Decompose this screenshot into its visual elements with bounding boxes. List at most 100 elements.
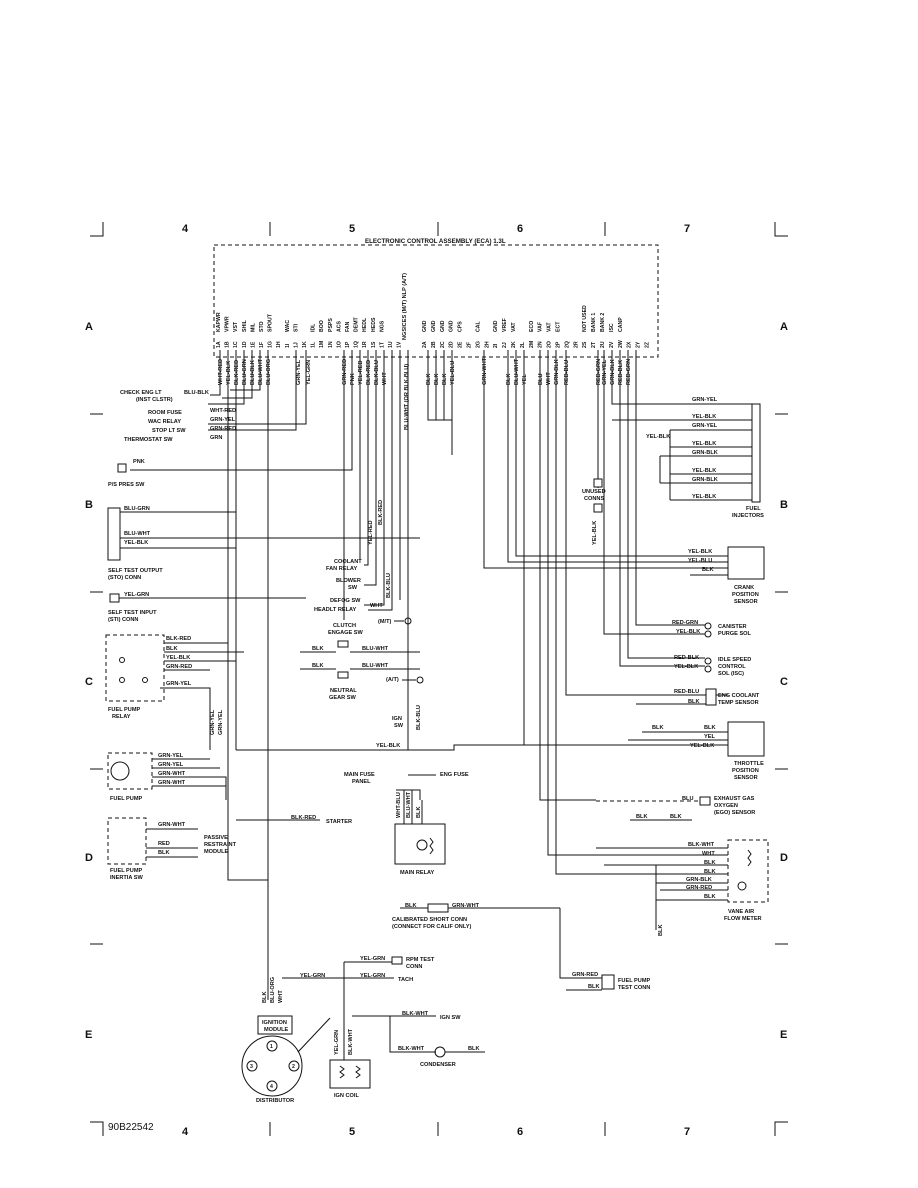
dist-pin-2: 2 bbox=[292, 1064, 295, 1070]
wl-blk-blu: BLK-BLU bbox=[374, 360, 380, 385]
sto-connector bbox=[107, 507, 121, 561]
eca-pin-name-1r: HEDL bbox=[362, 317, 368, 332]
crank-sensor-box bbox=[727, 546, 765, 580]
eca-pin-name-1e: MIL bbox=[250, 322, 256, 332]
eca-pin-name-1a: KAPWR bbox=[216, 312, 222, 332]
eca-pin-id-1g: 1G bbox=[268, 341, 274, 348]
wire-grn-yel-wac: GRN-YEL bbox=[210, 417, 236, 423]
eca-pin-id-1m: 1M bbox=[319, 341, 325, 348]
eca-pin-id-2n: 2N bbox=[538, 341, 544, 348]
wire-red-blk-isc: RED-BLK bbox=[674, 655, 699, 661]
wl-blk-3: BLK bbox=[442, 374, 448, 386]
grid-col-4-bottom: 4 bbox=[182, 1126, 189, 1138]
eca-pin-name-2e: CPS bbox=[458, 321, 464, 332]
eca-pin-id-2t: 2T bbox=[591, 341, 597, 348]
eca-pin-name-1q: DEMT bbox=[354, 316, 360, 332]
grid-col-5-top: 5 bbox=[349, 223, 355, 235]
grid-col-5-bottom: 5 bbox=[349, 1126, 355, 1138]
thermostat-label: THERMOSTAT SW bbox=[124, 437, 173, 443]
wire-blk-wht-coil: BLK-WHT bbox=[348, 1028, 354, 1055]
wl-blk-1: BLK bbox=[426, 374, 432, 386]
eca-pin-id-2x: 2X bbox=[627, 341, 633, 348]
wire-blu-wht-clutch: BLU-WHT bbox=[362, 646, 389, 652]
wire-wht-red-room: WHT-RED bbox=[210, 408, 236, 414]
clutch-label-2: ENGAGE SW bbox=[328, 630, 364, 636]
passive-label-2: RESTRAINT bbox=[204, 842, 237, 848]
wire-blk-neutral: BLK bbox=[312, 663, 324, 669]
clutch-label-1: CLUTCH bbox=[333, 623, 356, 629]
wire-yel-red-v: YEL-RED bbox=[368, 520, 374, 545]
fuel-pump-label: FUEL PUMP bbox=[110, 796, 142, 802]
wl-red-blu: RED-BLU bbox=[564, 360, 570, 385]
eca-pin-id-1k: 1K bbox=[302, 341, 308, 348]
tps-label-2: POSITION bbox=[732, 768, 759, 774]
wire-blk-fptest: BLK bbox=[588, 984, 600, 990]
ego-label-2: OXYGEN bbox=[714, 803, 738, 809]
wire-blu-ego: BLU bbox=[682, 796, 694, 802]
eca-pin-id-1q: 1Q bbox=[354, 341, 360, 348]
wl-blk-red-2: BLK-RED bbox=[366, 360, 372, 385]
eca-pin-name-2n: VAF bbox=[538, 322, 544, 332]
wire-wht-mod: WHT bbox=[278, 990, 284, 1003]
wire-blk-cond: BLK bbox=[468, 1046, 480, 1052]
eca-pin-id-2y: 2Y bbox=[636, 341, 642, 348]
wire-grn-yel-r1: GRN-YEL bbox=[692, 397, 718, 403]
center-components: COOLANT FAN RELAY BLOWER SW DEFOG SW HEA… bbox=[236, 364, 728, 1104]
ign-sw-label-1: IGN bbox=[392, 716, 402, 722]
wire-blk-ego1: BLK bbox=[636, 814, 648, 820]
eca-pin-id-2s: 2S bbox=[582, 341, 588, 348]
fp-test-connector bbox=[601, 974, 615, 990]
eca-pin-id-1e: 1E bbox=[250, 341, 256, 348]
wl-blu-wht: BLU-WHT bbox=[258, 358, 264, 385]
wl-yel-blu: YEL-BLU bbox=[450, 361, 456, 385]
eca-pin-name-2g: CAL bbox=[475, 321, 481, 332]
eca-pin-id-1f: 1F bbox=[259, 342, 265, 348]
grid-row-b-right: B bbox=[780, 499, 788, 511]
wire-grn-thermo: GRN bbox=[210, 435, 222, 441]
eca-pin-name-1s: HEDS bbox=[371, 317, 377, 332]
eca-outline bbox=[213, 244, 659, 358]
wire-blk-tps1: BLK bbox=[652, 725, 664, 731]
ego-sensor-box bbox=[699, 796, 711, 806]
wire-yel-blk-isc: YEL-BLK bbox=[674, 664, 698, 670]
wire-blu-wht-neutral: BLU-WHT bbox=[362, 663, 389, 669]
canister-label-2: PURGE SOL bbox=[718, 631, 752, 637]
eca-pin-name-2s: NOT USED bbox=[582, 305, 588, 332]
eca-pin-name-1m: BOO bbox=[319, 320, 325, 332]
neutral-switch bbox=[337, 671, 349, 679]
fuel-pump-relay-label-1: FUEL PUMP bbox=[108, 707, 140, 713]
check-eng-lt-label: CHECK ENG LT bbox=[120, 390, 162, 396]
wire-red-in: RED bbox=[158, 841, 170, 847]
wire-grn-yel-v1: GRN-YEL bbox=[210, 709, 216, 735]
eca-pin-id-2b: 2B bbox=[431, 341, 437, 348]
eca-pin-id-2g: 2G bbox=[475, 341, 481, 348]
ps-press-label: P/S PRES SW bbox=[108, 482, 145, 488]
figure-id: 90B22542 bbox=[108, 1122, 154, 1133]
neutral-label-2: GEAR SW bbox=[329, 695, 356, 701]
inst-clstr-label: (INST CLSTR) bbox=[136, 397, 173, 403]
grid-row-a-right: A bbox=[780, 321, 788, 333]
crank-label-3: SENSOR bbox=[734, 599, 758, 605]
eca-pin-name-2o: VAT bbox=[547, 322, 553, 332]
wire-blk-wht-ignsw: BLK-WHT bbox=[402, 1011, 429, 1017]
vaf-label-2: FLOW METER bbox=[724, 916, 762, 922]
fuel-pump-motor-icon bbox=[110, 761, 130, 781]
eca-pin-id-2z: 2Z bbox=[645, 341, 651, 348]
wl-grn-red: GRN-RED bbox=[342, 359, 348, 385]
wire-grn-red-fpr: GRN-RED bbox=[166, 664, 192, 670]
fp-test-label-1: FUEL PUMP bbox=[618, 978, 650, 984]
eca-pin-id-1t: 1T bbox=[379, 341, 385, 348]
calibrated-short-connector bbox=[427, 903, 449, 913]
eca-pin-name-1l: IDL bbox=[311, 323, 317, 332]
cal-short-label-1: CALIBRATED SHORT CONN bbox=[392, 917, 467, 923]
eca-pin-id-2k: 2K bbox=[511, 341, 517, 348]
eca-pin-name-2a: GND bbox=[422, 320, 428, 332]
unused-conn-1 bbox=[593, 478, 603, 488]
eca-pin-id-2q: 2Q bbox=[564, 341, 570, 348]
wire-grn-yel-r2: GRN-YEL bbox=[692, 423, 718, 429]
dist-pin-4: 4 bbox=[270, 1084, 273, 1090]
wire-wht-headlt: WHT bbox=[370, 603, 383, 609]
ign-coil-label: IGN COIL bbox=[334, 1093, 359, 1099]
passive-label-3: MODULE bbox=[204, 849, 229, 855]
dist-pin-3: 3 bbox=[250, 1064, 253, 1070]
